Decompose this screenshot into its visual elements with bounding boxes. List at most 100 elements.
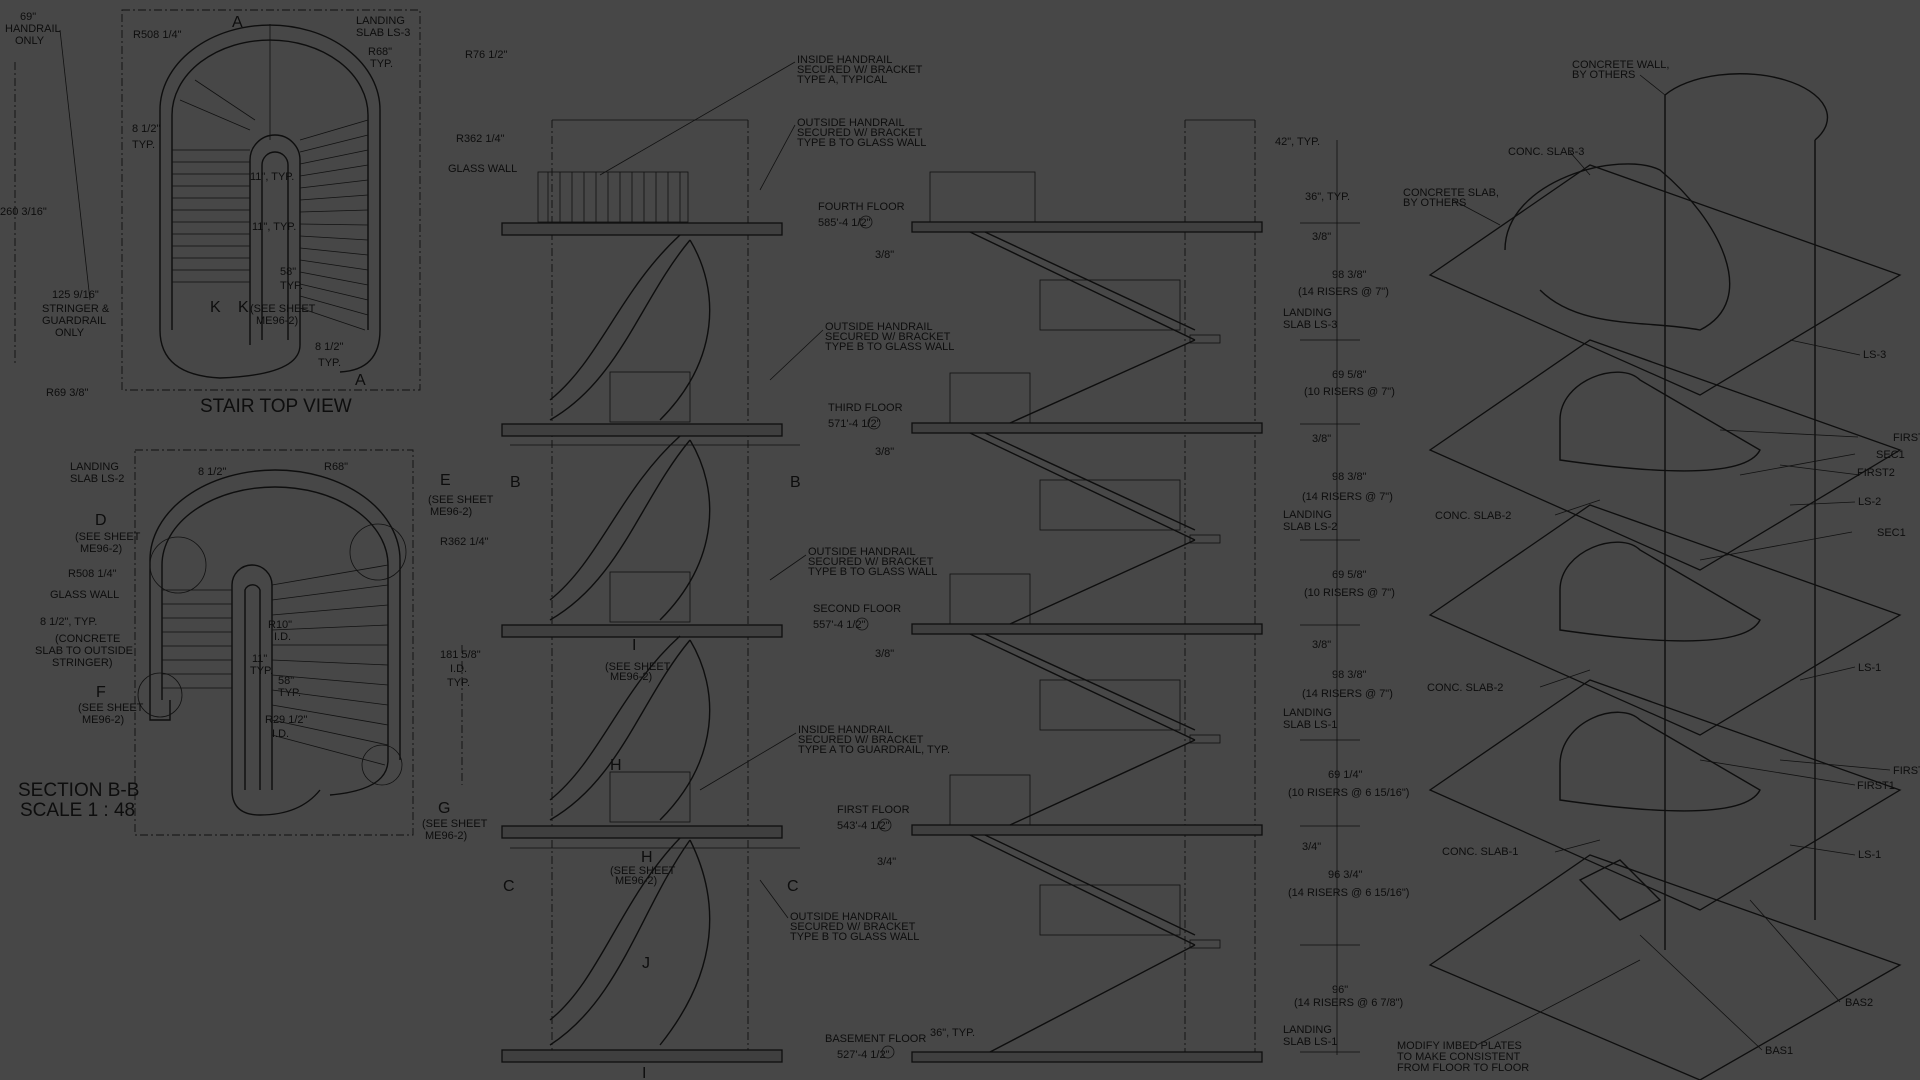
dim-3-8-b: 3/8" [875,249,894,261]
handrail-only-note-3: ONLY [15,35,45,47]
fourth-floor-elev: 585'-4 1/2" [818,217,871,229]
see-sheet-k-1: (SEE SHEET [250,303,316,315]
outside-handrail-4-2: SECURED W/ BRACKET [790,921,916,933]
section-i-note-1: (SEE SHEET [605,661,671,673]
dim-98-b-risers: (14 RISERS @ 7") [1302,491,1393,503]
dim-69-b-risers: (10 RISERS @ 7") [1304,587,1395,599]
dim-69-c: 69 1/4" [1328,769,1363,781]
bb-dim-11: 11" [252,653,267,665]
fourth-floor-label: FOURTH FLOOR [818,201,905,213]
iso-first1: FIRST1 [1857,780,1895,792]
detail-d-note-2: ME96-2) [80,543,122,555]
r362-label: R362 1/4" [456,133,505,145]
landing-ls3-note-1: LANDING [356,15,405,27]
dim-42-typ: 42", TYP. [1275,136,1320,148]
modify-note-2: TO MAKE CONSISTENT [1397,1051,1521,1063]
dim-96-b-risers: (14 RISERS @ 6 7/8") [1294,997,1403,1009]
landing-ls1a-2: SLAB LS-1 [1283,719,1337,731]
inside-handrail-a-1: INSIDE HANDRAIL [797,54,892,66]
iso-bas2: BAS2 [1845,997,1873,1009]
r68-label: R68" [368,46,392,58]
glass-wall-label: GLASS WALL [448,163,517,175]
bb-r10-id: I.D. [274,631,291,643]
conc-slab-3: CONC. SLAB-3 [1508,146,1584,158]
third-floor-elev: 571'-4 1/2" [828,418,881,430]
outside-handrail-3-2: SECURED W/ BRACKET [808,556,934,568]
conc-slab-2a: CONC. SLAB-2 [1435,510,1511,522]
bb-r10: R10" [268,619,292,631]
inside-handrail-guard-3: TYPE A TO GUARDRAIL, TYP. [798,744,950,756]
second-floor-elev: 557'-4 1/2" [813,619,866,631]
detail-h-label-b: H [641,849,653,866]
dim-69-b: 69 5/8" [1332,569,1367,581]
section-k-right: K [238,299,249,316]
dim-3-8-c: 3/8" [875,446,894,458]
spiral-elevation-view: INSIDE HANDRAIL SECURED W/ BRACKET TYPE … [501,54,954,1080]
landing-ls2-1: LANDING [1283,509,1332,521]
dim-69-a: 69 5/8" [1332,369,1367,381]
dim-96-b: 96" [1332,984,1348,996]
isometric-view: CONCRETE WALL, BY OTHERS CONC. SLAB-3 CO… [1397,59,1920,1080]
section-bb-title: SECTION B-B [18,780,139,801]
dim-36-typ-b: 36", TYP. [930,1027,975,1039]
inside-handrail-a-3: TYPE A, TYPICAL [797,74,887,86]
dim-3-4-a: 3/4" [1302,841,1321,853]
detail-e-note-1: (SEE SHEET [428,494,494,506]
outside-handrail-2-2: SECURED W/ BRACKET [825,331,951,343]
bb-dim-58: 58" [278,675,294,687]
iso-ls1-a: LS-1 [1858,662,1881,674]
outside-handrail-1-1: OUTSIDE HANDRAIL [797,117,905,129]
detail-h-note-1: (SEE SHEET [610,865,676,877]
section-b-left: B [510,474,521,491]
dim-98-c: 98 3/8" [1332,669,1367,681]
dim-98-a: 98 3/8" [1332,269,1367,281]
conc-slab-2b: CONC. SLAB-2 [1427,682,1503,694]
concrete-slab-1: CONCRETE SLAB, [1403,187,1499,199]
section-i-bottom: I [642,1065,646,1080]
dim-3-8-a: 3/8" [1312,231,1331,243]
detail-e-label: E [440,472,451,489]
stair-top-view: A A 69" HANDRAIL ONLY R508 1/4" LANDING … [0,9,517,417]
detail-f-label: F [96,684,106,701]
dim-58-typ: TYP. [280,280,303,292]
dim-260: 260 3/16" [0,206,47,218]
handrail-only-note-2: HANDRAIL [5,23,61,35]
outside-handrail-1-2: SECURED W/ BRACKET [797,127,923,139]
landing-ls1b-1: LANDING [1283,1024,1332,1036]
basement-floor-elev: 527'-4 1/2" [837,1049,890,1061]
dim-125: 125 9/16" [52,289,99,301]
dim-96-a: 96 3/4" [1328,869,1363,881]
section-bb-view: LANDING SLAB LS-2 8 1/2" R68" E (SEE SHE… [18,449,494,842]
iso-bas1: BAS1 [1765,1045,1793,1057]
landing-ls3-note-2: SLAB LS-3 [356,27,410,39]
inside-handrail-guard-2: SECURED W/ BRACKET [798,734,924,746]
modify-note-3: FROM FLOOR TO FLOOR [1397,1062,1529,1074]
dim-8-1-2-b: 8 1/2" [315,341,343,353]
dim-11-b: 11", TYP. [252,221,296,233]
outside-handrail-2-1: OUTSIDE HANDRAIL [825,321,933,333]
basement-floor-label: BASEMENT FLOOR [825,1033,926,1045]
dim-36-typ-a: 36", TYP. [1305,191,1350,203]
detail-h-label-a: H [610,757,622,774]
bb-dim-181: 181 5/8" [440,649,481,661]
dim-58: 58" [280,266,296,278]
dim-3-4-b: 3/4" [877,856,896,868]
detail-j-label: J [642,955,650,972]
section-a-top-label: A [232,14,243,31]
dim-8-1-2-typ: TYP. [132,139,155,151]
handrail-only-note-1: 69" [20,11,36,23]
dim-98-b: 98 3/8" [1332,471,1367,483]
section-i-label: I [632,637,636,654]
section-a-bottom-label: A [355,372,366,389]
first-floor-label: FIRST FLOOR [837,804,910,816]
landing-ls1b-2: SLAB LS-1 [1283,1036,1337,1048]
outside-handrail-4-3: TYPE B TO GLASS WALL [790,931,919,943]
see-sheet-k-2: ME96-2) [256,315,298,327]
iso-sec1-b: SEC1 [1877,527,1906,539]
r69-label: R69 3/8" [46,387,89,399]
r68-typ: TYP. [370,58,393,70]
landing-ls1a-1: LANDING [1283,707,1332,719]
detail-g-label: G [438,800,450,817]
iso-ls2: LS-2 [1858,496,1881,508]
